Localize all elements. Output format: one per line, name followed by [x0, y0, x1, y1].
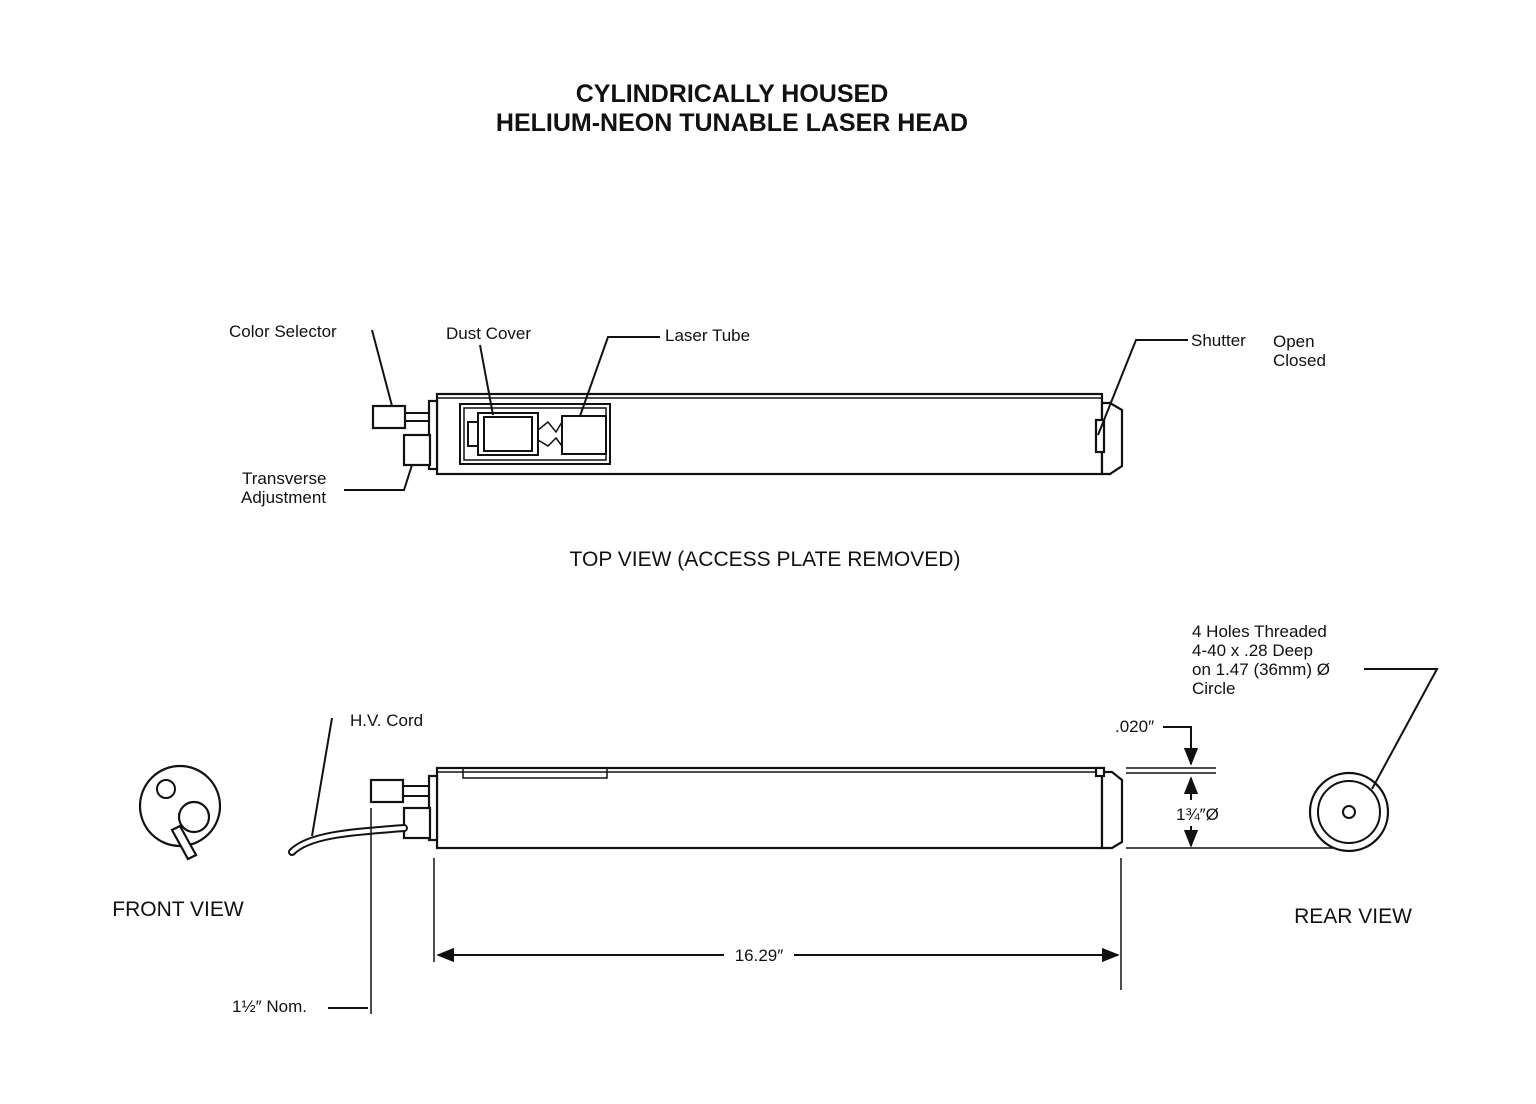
transverse-adjustment-knob [402, 433, 432, 467]
top-view: Color Selector Dust Cover Laser Tube Shu… [229, 322, 1326, 571]
top-view-caption: TOP VIEW (ACCESS PLATE REMOVED) [570, 548, 961, 571]
side-view-rear-cap [1100, 770, 1124, 850]
side-view-cylinder [435, 766, 1104, 850]
label-transverse: Transverse [242, 469, 326, 488]
label-laser-tube: Laser Tube [665, 326, 750, 345]
label-holes-1: 4 Holes Threaded [1192, 622, 1327, 641]
label-shutter: Shutter [1191, 331, 1246, 350]
access-plate-outline [462, 767, 608, 779]
title-line2: HELIUM-NEON TUNABLE LASER HEAD [496, 109, 968, 137]
side-view-adjust-knob [402, 806, 432, 840]
front-view-port [156, 779, 176, 799]
rear-view-aperture [1342, 805, 1356, 819]
color-selector-knob [371, 404, 407, 430]
label-shutter-closed: Closed [1273, 351, 1326, 370]
front-view-caption: FRONT VIEW [112, 898, 244, 921]
label-nominal: 1½″ Nom. [232, 997, 307, 1016]
front-view: FRONT VIEW [112, 764, 244, 921]
access-cavity [459, 403, 611, 465]
side-view-selector-knob [369, 778, 405, 804]
title-line1: CYLINDRICALLY HOUSED [576, 80, 889, 108]
side-view: H.V. Cord 1½″ Nom. 16.29″ .020″ 1¾″Ø [232, 711, 1340, 1016]
label-dust-cover: Dust Cover [446, 324, 531, 343]
laser-tube [561, 415, 607, 455]
label-clearance: .020″ [1115, 717, 1154, 736]
label-length: 16.29″ [735, 946, 784, 965]
rear-view-outline [1308, 771, 1390, 853]
rear-view: 4 Holes Threaded 4-40 x .28 Deep on 1.47… [1192, 622, 1439, 928]
top-view-shutter [1094, 418, 1106, 454]
front-view-knob [177, 800, 211, 834]
label-diameter: 1¾″Ø [1176, 805, 1219, 824]
label-hv-cord: H.V. Cord [350, 711, 423, 730]
top-view-cylinder [435, 392, 1104, 476]
label-holes-2: 4-40 x .28 Deep [1192, 641, 1313, 660]
label-color-selector: Color Selector [229, 322, 337, 341]
front-view-cord [170, 824, 198, 861]
label-adjustment: Adjustment [241, 488, 326, 507]
rear-view-caption: REAR VIEW [1294, 905, 1412, 928]
label-holes-4: Circle [1192, 679, 1235, 698]
label-shutter-open: Open [1273, 332, 1315, 351]
label-holes-3: on 1.47 (36mm) Ø [1192, 660, 1330, 679]
